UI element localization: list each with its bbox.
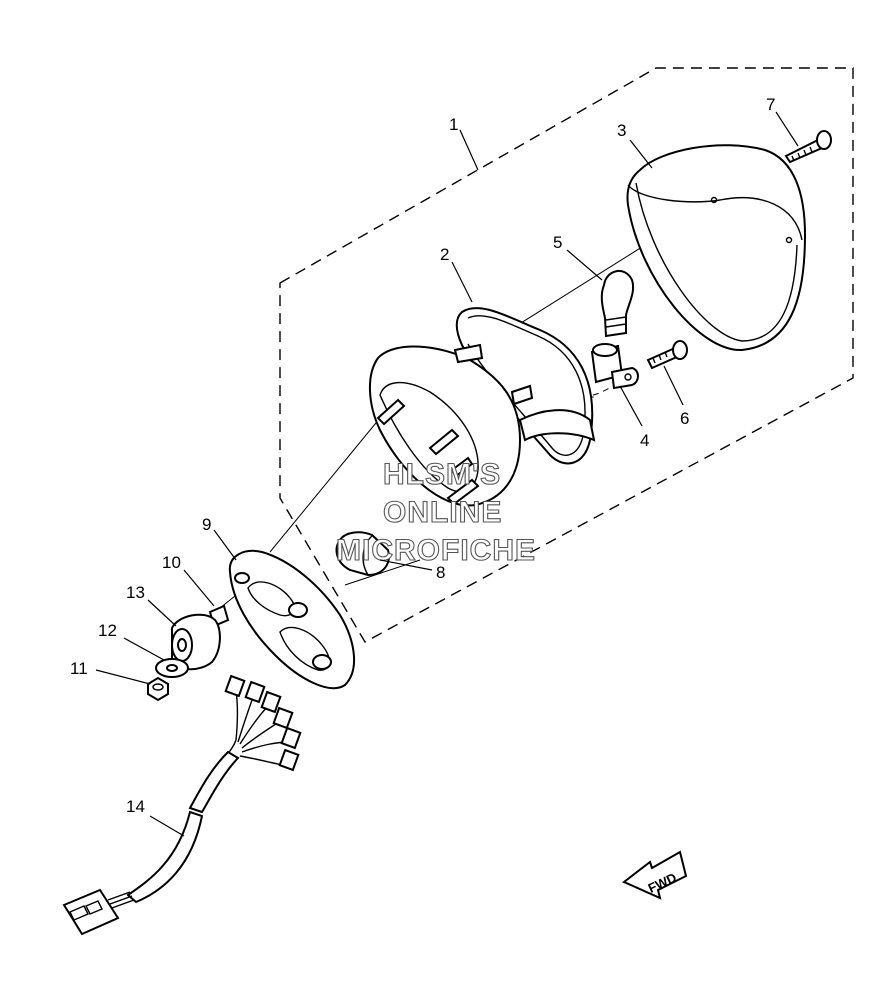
callouts: 1 2 3 4 5 6 7 8 9 10 11 12 13 14 [70,95,775,816]
part-lens [626,144,807,352]
callout-6: 6 [680,409,689,428]
callout-14: 14 [126,797,145,816]
callout-8: 8 [436,563,445,582]
callout-12: 12 [98,621,117,640]
callout-7: 7 [766,95,775,114]
leader-lines [95,111,799,837]
callout-10: 10 [162,553,181,572]
part-bulb [600,270,635,338]
callout-5: 5 [553,233,562,252]
part-washer [155,658,189,678]
part-socket [590,343,639,390]
callout-2: 2 [440,245,449,264]
watermark: HLSM'S ONLINE MICROFICHE [335,457,536,567]
callout-9: 9 [202,515,211,534]
part-bulb-8 [335,531,390,577]
watermark-line-3: MICROFICHE [336,534,536,567]
callout-11: 11 [70,659,88,678]
callout-4: 4 [640,431,649,450]
callout-13: 13 [126,583,145,602]
part-nut [147,676,169,702]
watermark-line-1: HLSM'S [383,458,501,491]
fwd-arrow: FWD [622,850,688,900]
part-housing [368,343,596,507]
assembly-boundary [279,67,854,643]
housing-studs [376,398,480,506]
part-screw-6 [646,340,688,370]
part-screw-7 [784,130,832,164]
part-base-plate [228,550,356,690]
callout-1: 1 [449,115,458,134]
callout-3: 3 [617,121,626,140]
part-wire-harness [62,674,302,936]
watermark-line-2: ONLINE [383,496,502,529]
